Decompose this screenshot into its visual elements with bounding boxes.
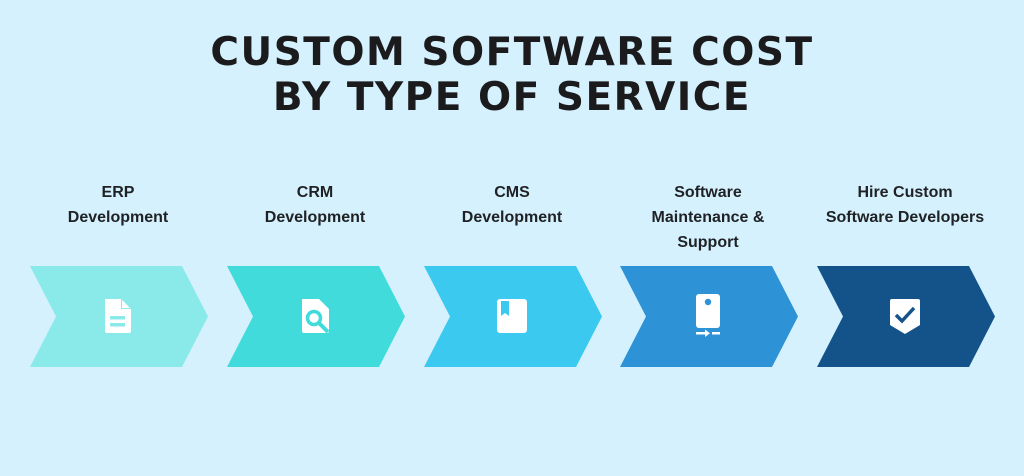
step-label: Software Maintenance & Support — [651, 184, 765, 251]
step-label: ERP Development — [67, 184, 169, 226]
step-label: Hire Custom Software Developers — [825, 184, 985, 226]
title-line-2: BY TYPE OF SERVICE — [272, 75, 752, 120]
file-search-icon — [302, 299, 330, 334]
document-icon — [105, 299, 131, 333]
step-label: CRM Development — [264, 184, 366, 226]
shield-check-icon — [890, 299, 920, 334]
page-title: CUSTOM SOFTWARE COST BY TYPE OF SERVICE — [0, 30, 1024, 120]
device-transfer-icon — [696, 294, 720, 337]
step-label: CMS Development — [461, 184, 563, 226]
title-line-1: CUSTOM SOFTWARE COST — [210, 30, 814, 75]
bookmark-book-icon — [497, 299, 527, 333]
